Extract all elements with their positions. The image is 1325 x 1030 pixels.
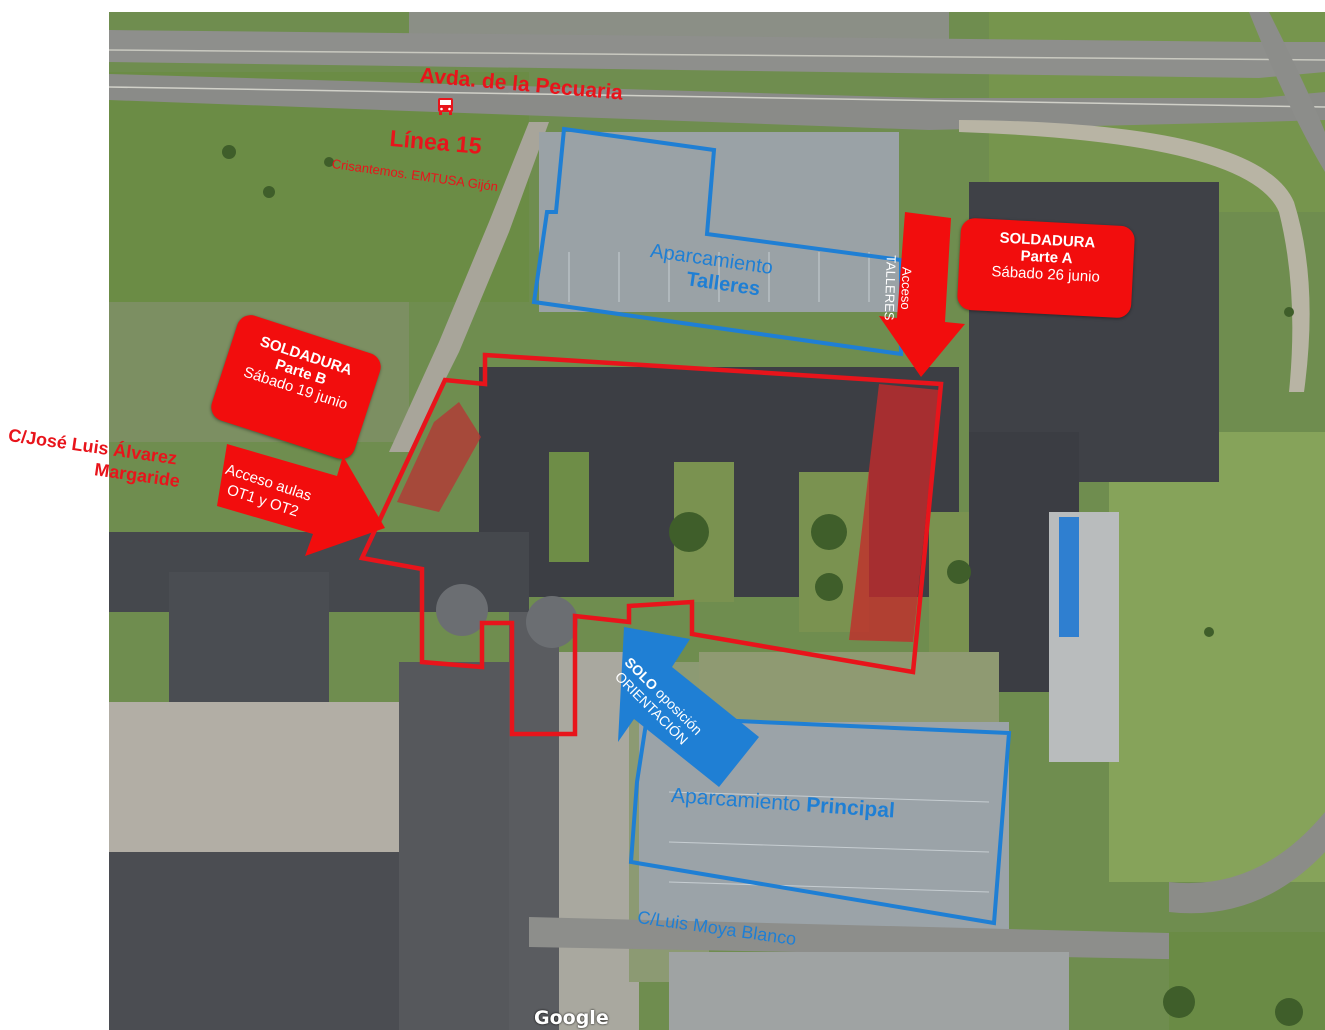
acceso-talleres-arrow	[869, 212, 965, 382]
soldadura-parte-a-box: SOLDADURA Parte A Sábado 26 junio	[956, 217, 1136, 319]
aerial-map: Avda. de la Pecuaria Línea 15 Crisantemo…	[109, 12, 1325, 1030]
acceso-talleres-line2: TALLERES	[881, 254, 899, 321]
bus-icon	[436, 97, 455, 116]
parking-principal-word2: Principal	[805, 793, 896, 823]
google-attribution: Google	[534, 1007, 609, 1029]
acceso-aulas-arrow	[217, 444, 387, 561]
acceso-talleres-label: Acceso TALLERES	[881, 255, 915, 322]
aerial-background	[109, 12, 1325, 1030]
acceso-talleres-line1: Acceso	[898, 266, 915, 310]
solo-orientacion-arrow	[594, 627, 759, 792]
